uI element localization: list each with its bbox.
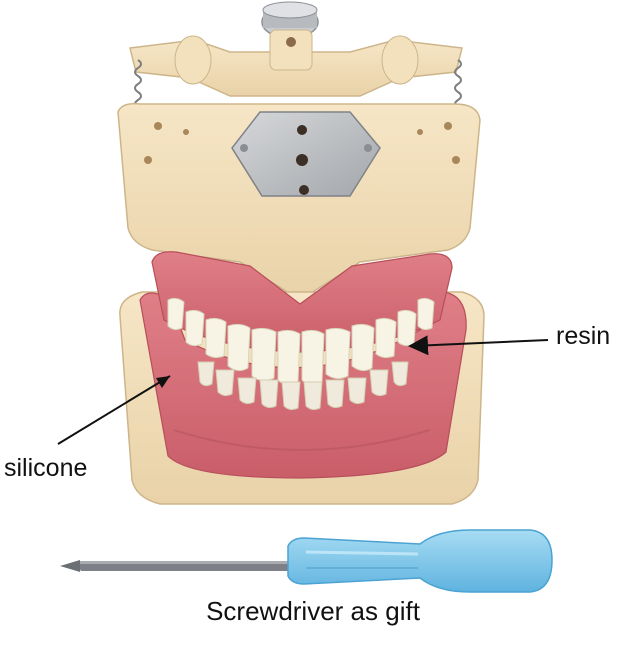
arrow-down-left-icon [57,375,171,445]
screwdriver [60,529,553,593]
lower-teeth [197,361,409,411]
resin-label: resin [556,322,611,350]
hinge-frame [129,29,463,97]
metal-plate [231,111,381,197]
arrow-left-icon [408,335,549,356]
upper-base [117,102,481,301]
silicone-label: silicone [4,454,88,482]
upper-teeth [167,297,435,386]
lower-gum [139,291,467,479]
caption: Screwdriver as gift [206,596,420,626]
